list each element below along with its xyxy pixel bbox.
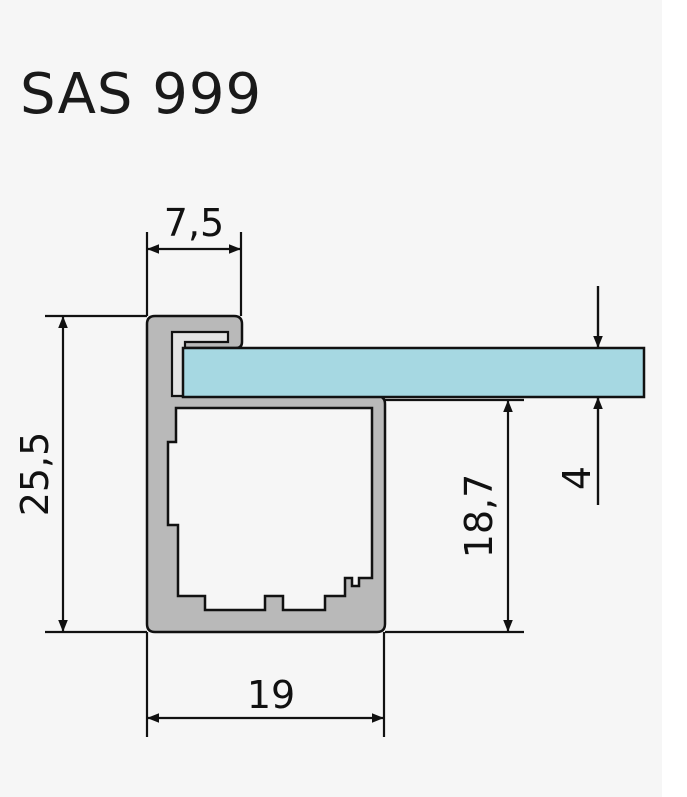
dim-label-glass-thickness: 4 (555, 466, 599, 490)
dimension-lines (58, 244, 603, 723)
product-title: SAS 999 (20, 62, 263, 127)
aluminium-profile (145, 314, 387, 634)
dim-label-inner-height: 18,7 (457, 474, 501, 559)
dim-label-top-width: 7,5 (164, 201, 224, 245)
dim-label-left-height: 25,5 (13, 432, 57, 517)
extension-lines (45, 232, 600, 737)
glass-pane (181, 346, 646, 399)
profile-drawing: 7,5 25,5 18,7 4 19 (13, 201, 646, 737)
dim-label-bottom-width: 19 (247, 673, 295, 717)
drawing-canvas: SAS 999 (13, 62, 646, 737)
